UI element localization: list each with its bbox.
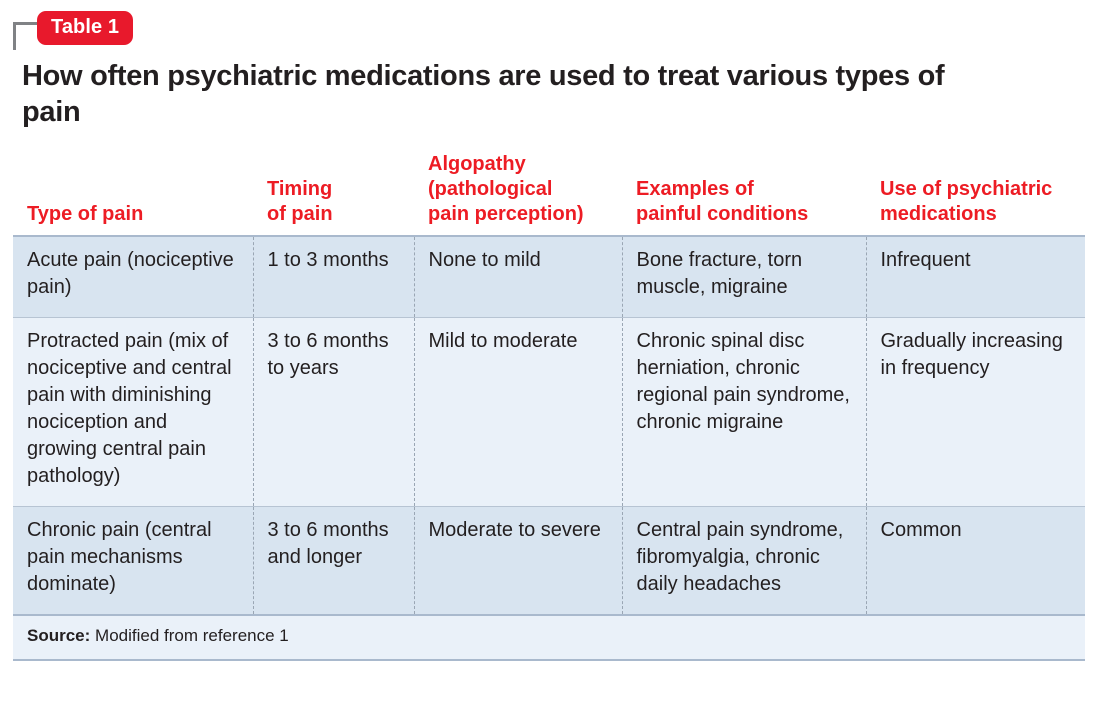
cell-type-of-pain: Protracted pain (mix of nociceptive and … [13, 317, 254, 507]
cell-use-of-medications: Common [866, 506, 1085, 616]
figure-label-area: Table 1 [0, 0, 1100, 52]
cell-type-of-pain: Chronic pain (central pain mechanisms do… [13, 506, 254, 616]
cell-algopathy: None to mild [414, 236, 623, 318]
cell-use-of-medications: Infrequent [866, 236, 1085, 318]
cell-type-of-pain: Acute pain (nociceptive pain) [13, 236, 254, 318]
source-text: Modified from reference 1 [95, 626, 289, 645]
source-note: Source: Modified from reference 1 [13, 616, 1085, 661]
cell-use-of-medications: Gradually increasing in frequency [866, 317, 1085, 507]
table-header-row: Type of pain Timing of pain Algopathy (p… [13, 152, 1085, 237]
table-header: Type of pain Timing of pain Algopathy (p… [13, 152, 1085, 237]
column-header-type-of-pain: Type of pain [13, 152, 253, 237]
source-label: Source: [27, 626, 91, 645]
column-header-use-of-medications: Use of psychiatric medications [866, 152, 1085, 237]
column-header-timing-of-pain: Timing of pain [253, 152, 414, 237]
column-header-algopathy: Algopathy (pathological pain perception) [414, 152, 622, 237]
cell-timing-of-pain: 3 to 6 months to years [253, 317, 415, 507]
table-body: Acute pain (nociceptive pain) 1 to 3 mon… [13, 236, 1085, 616]
table-row: Protracted pain (mix of nociceptive and … [13, 317, 1085, 507]
cell-examples: Central pain syndrome, fibromyalgia, chr… [622, 506, 867, 616]
bracket-rule [13, 22, 51, 50]
table-number-badge: Table 1 [37, 11, 134, 45]
table-row: Chronic pain (central pain mechanisms do… [13, 506, 1085, 616]
cell-algopathy: Moderate to severe [414, 506, 623, 616]
table-row: Acute pain (nociceptive pain) 1 to 3 mon… [13, 236, 1085, 318]
data-table-container: Type of pain Timing of pain Algopathy (p… [13, 152, 1085, 661]
cell-examples: Bone fracture, torn muscle, migraine [622, 236, 867, 318]
column-header-examples: Examples of painful conditions [622, 152, 866, 237]
cell-examples: Chronic spinal disc herniation, chronic … [622, 317, 867, 507]
cell-timing-of-pain: 3 to 6 months and longer [253, 506, 415, 616]
cell-timing-of-pain: 1 to 3 months [253, 236, 415, 318]
data-table: Type of pain Timing of pain Algopathy (p… [13, 152, 1085, 616]
cell-algopathy: Mild to moderate [414, 317, 623, 507]
page-title: How often psychiatric medications are us… [22, 60, 945, 128]
